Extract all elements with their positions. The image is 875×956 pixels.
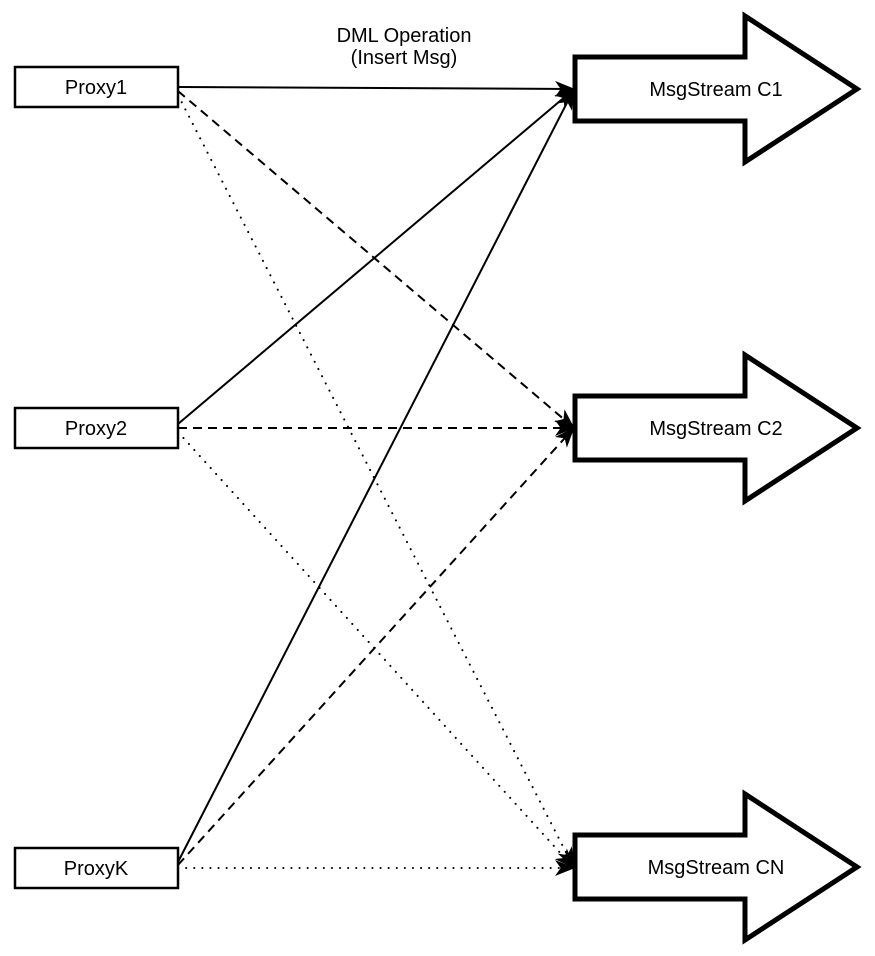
proxy1-label: Proxy1 xyxy=(65,77,127,99)
connection-proxy2-c1 xyxy=(177,88,575,425)
proxy1-box xyxy=(13,65,180,109)
connection-proxyk-c2 xyxy=(177,427,575,866)
proxyk-label: ProxyK xyxy=(64,858,129,880)
connection-proxyk-c1 xyxy=(177,89,574,863)
proxy2-label: Proxy2 xyxy=(65,418,127,440)
msgstream-c1-label: MsgStream C1 xyxy=(649,79,782,101)
proxyk-box xyxy=(13,846,180,890)
msgstream-c2-label: MsgStream C2 xyxy=(649,418,782,440)
msgstream-c1-arrow xyxy=(572,11,862,167)
connection-proxy2-cn xyxy=(177,431,575,869)
msgstream-cn-arrow xyxy=(572,789,862,945)
connection-proxy1-cn xyxy=(177,94,574,868)
connection-proxy1-c1 xyxy=(177,80,575,97)
msgstream-c2-arrow xyxy=(572,350,862,506)
annotation-line2: (Insert Msg) xyxy=(351,47,458,69)
msgstream-cn-label: MsgStream CN xyxy=(648,857,785,879)
proxy2-box xyxy=(13,406,180,450)
connection-proxy1-c2 xyxy=(177,90,575,429)
annotation-line1: DML Operation xyxy=(337,25,472,47)
